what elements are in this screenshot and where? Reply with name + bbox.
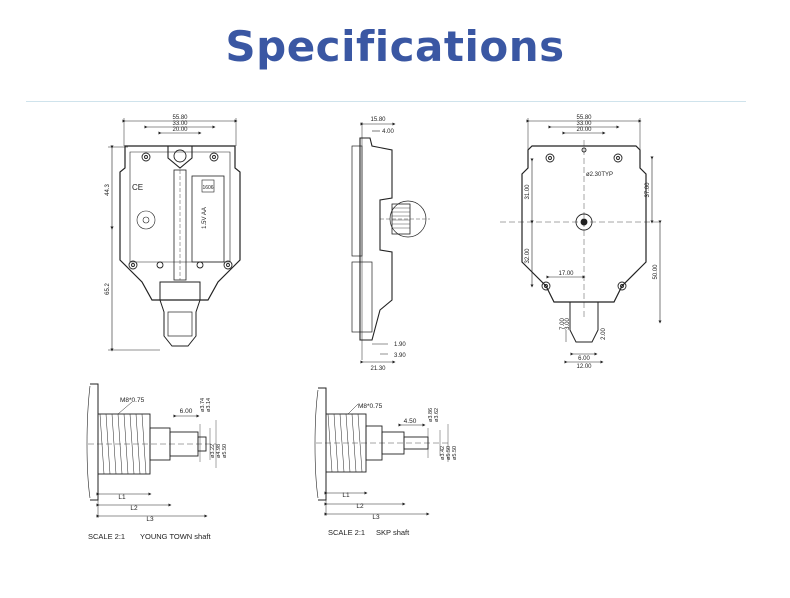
front-dim-w-mid: 33.00 (172, 121, 188, 127)
front-dim-h-total: 65.2 (105, 283, 111, 295)
svg-text:CE: CE (132, 183, 143, 192)
back-dim-h-lower-r: 50.00 (653, 264, 659, 280)
young-scale-caption: SCALE 2:1 (88, 532, 126, 541)
young-dia-5: ø5.50 (222, 444, 228, 458)
back-dim-tab-r: 2.00 (601, 328, 607, 340)
skp-l3: L3 (372, 514, 380, 521)
young-l3: L3 (146, 516, 154, 523)
back-dim-w-total: 55.80 (576, 115, 592, 121)
front-view: CE (108, 118, 241, 352)
young-dia-2: ø3.14 (206, 398, 212, 412)
back-dim-tab-h1: 7.00 (560, 318, 566, 330)
skp-dia-4: ø5.50 (446, 446, 452, 460)
skp-dia-1: ø3.86 (428, 408, 434, 422)
skp-dia-5: ø5.50 (452, 446, 458, 460)
side-view (351, 122, 430, 364)
skp-l2: L2 (356, 503, 364, 510)
young-dia-3: ø3.22 (210, 444, 216, 458)
front-model-label: 1606 (202, 185, 213, 191)
skp-l1: L1 (342, 492, 350, 499)
front-battery-label: 1.5V AA (202, 207, 208, 229)
back-dim-w-mid: 33.00 (576, 121, 592, 127)
skp-shaft-drawing (314, 387, 450, 516)
back-dim-w-inner: 20.00 (576, 127, 592, 133)
young-dia-1: ø3.74 (200, 398, 206, 412)
side-dim-top-w: 15.80 (370, 117, 386, 123)
side-dim-base-c: 21.30 (370, 366, 386, 372)
skp-len-label: 4.50 (404, 418, 417, 425)
back-dim-tab-h2: 3.00 (565, 318, 571, 330)
side-dim-top-w2: 4.00 (382, 129, 394, 135)
front-dim-w-total: 55.80 (172, 115, 188, 121)
page-title: Specifications (225, 22, 565, 71)
back-dim-tab-w2: 12.00 (576, 364, 592, 370)
young-town-shaft-drawing (86, 383, 217, 518)
side-dim-base-b: 3.90 (394, 353, 406, 359)
young-l2: L2 (130, 505, 138, 512)
back-dim-h-upper-l: 31.00 (525, 184, 531, 200)
back-dim-h-lower-l: 32.00 (525, 248, 531, 264)
skp-thread-label: M8*0.75 (358, 403, 383, 410)
back-dim-h-upper-r: 37.00 (645, 182, 651, 198)
side-dim-base-a: 1.90 (394, 342, 406, 348)
front-dim-w-inner: 20.00 (172, 127, 188, 133)
front-dim-h-upper: 44.3 (105, 184, 111, 196)
skp-dia-2: ø3.62 (434, 408, 440, 422)
back-dim-offset: 17.00 (558, 271, 574, 277)
young-l1: L1 (118, 494, 126, 501)
skp-dia-3: ø3.42 (440, 446, 446, 460)
young-len-label: 6.00 (180, 408, 193, 415)
young-dia-4: ø4.98 (216, 444, 222, 458)
back-view (500, 118, 662, 364)
title-divider (26, 101, 746, 102)
young-shaft-caption: YOUNG TOWN shaft (140, 532, 211, 541)
skp-shaft-caption: SKP shaft (376, 528, 410, 537)
skp-scale-caption: SCALE 2:1 (328, 528, 366, 537)
back-dim-tab-w1: 6.00 (578, 356, 590, 362)
back-dim-hole: ø2.30TYP (586, 172, 613, 178)
young-thread-label: M8*0.75 (120, 397, 145, 404)
